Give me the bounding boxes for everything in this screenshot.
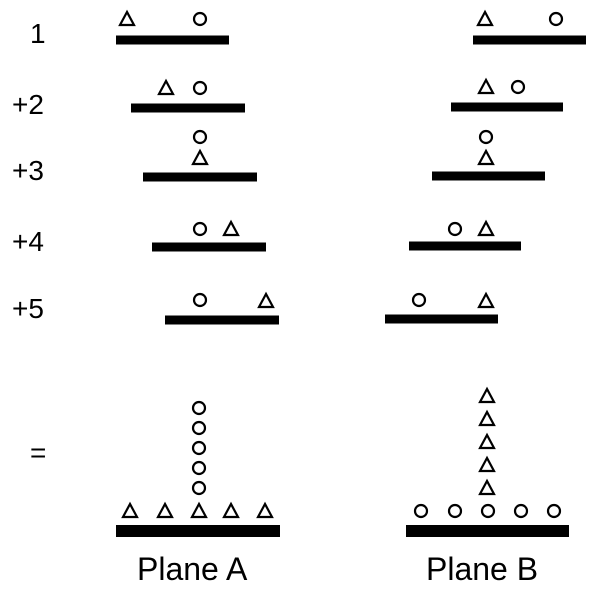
plane-a-row1-bar [116,35,229,45]
circle-marker [447,503,463,519]
triangle-marker [222,501,240,519]
triangle-marker [222,219,240,237]
row-label-1: 1 [30,18,46,49]
circle-marker [191,440,207,456]
circle-marker [192,80,208,96]
plane-b-row5-bar [385,314,498,324]
triangle-marker [477,148,495,166]
circle-marker [480,503,496,519]
plane-b-row3-bar [432,171,545,181]
triangle-marker [118,9,136,27]
circle-marker [478,129,494,145]
triangle-marker [476,9,494,27]
circle-marker [413,503,429,519]
triangle-marker [478,432,496,450]
plane-b-sum-bar [406,525,569,537]
triangle-marker [256,501,274,519]
plane-a-sum-bar [116,525,280,537]
circle-marker [546,503,562,519]
plane-a-row4-bar [152,242,266,252]
triangle-marker [156,501,174,519]
triangle-marker [121,501,139,519]
plane-b-row4-bar [409,241,521,251]
plane-b-row1-bar [473,35,586,45]
plane-a-label: Plane A [137,551,248,587]
circle-marker [192,292,208,308]
circle-marker [447,221,463,237]
circle-marker [191,480,207,496]
row-label-sum: = [30,437,47,468]
triangle-marker [478,455,496,473]
triangle-marker [157,78,175,96]
circle-marker [192,221,208,237]
triangle-marker [477,291,495,309]
circle-marker [510,79,526,95]
circle-marker [411,292,427,308]
circle-marker [191,420,207,436]
circle-marker [191,460,207,476]
circle-marker [192,11,208,27]
triangle-marker [478,409,496,427]
circle-marker [192,129,208,145]
circle-marker [191,400,207,416]
plane-a-row5-bar [165,315,279,325]
row-label-3: +3 [12,155,44,186]
triangle-marker [477,77,495,95]
plane-b-row2-bar [451,102,563,112]
circle-marker [548,11,564,27]
circle-marker [513,503,529,519]
triangle-marker [478,478,496,496]
plane-a-row2-bar [131,103,245,113]
triangle-marker [478,386,496,404]
triangle-marker [257,291,275,309]
row-label-5: +5 [12,293,44,324]
row-label-4: +4 [12,226,44,257]
triangle-marker [191,148,209,166]
triangle-marker [477,219,495,237]
plane-b-label: Plane B [426,551,539,587]
row-label-2: +2 [12,89,44,120]
plane-a-row3-bar [143,172,257,182]
triangle-marker [190,501,208,519]
